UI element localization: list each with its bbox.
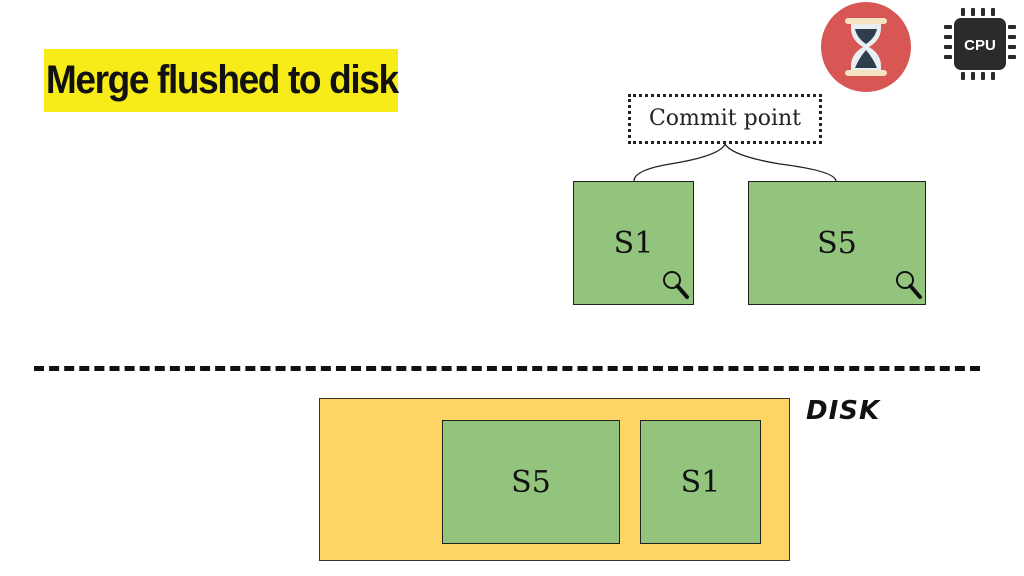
segment-label: S1 bbox=[680, 464, 721, 500]
cpu-label: CPU bbox=[964, 37, 996, 54]
disk-label: DISK bbox=[806, 396, 881, 426]
commit-segment-s1: S1 bbox=[573, 181, 694, 305]
slide-title: Merge flushed to disk bbox=[44, 49, 399, 112]
memory-disk-divider bbox=[34, 366, 980, 371]
commit-point-label: Commit point bbox=[648, 106, 802, 131]
magnifier-icon bbox=[663, 271, 689, 299]
disk-segment-s1: S1 bbox=[640, 420, 761, 544]
commit-segment-s5: S5 bbox=[748, 181, 926, 305]
commit-brace bbox=[633, 143, 837, 182]
cpu-chip-icon: CPU bbox=[942, 6, 1018, 82]
segment-label: S5 bbox=[817, 225, 857, 261]
segment-label: S5 bbox=[511, 464, 551, 500]
segment-label: S1 bbox=[613, 225, 654, 261]
disk-segment-s5: S5 bbox=[442, 420, 620, 544]
magnifier-icon bbox=[896, 271, 922, 299]
hourglass-icon bbox=[821, 2, 911, 92]
commit-point-box: Commit point bbox=[628, 94, 822, 144]
